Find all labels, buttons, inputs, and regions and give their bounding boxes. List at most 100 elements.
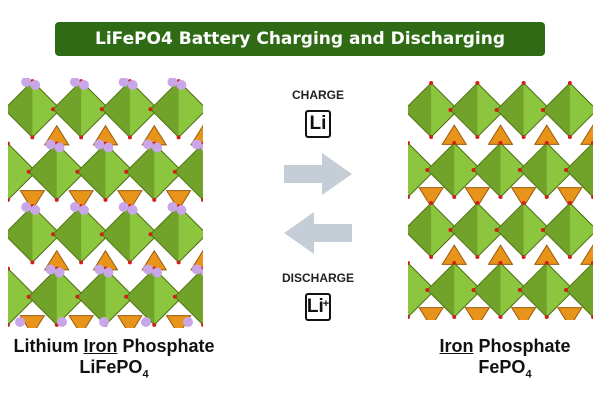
oxygen-atom — [475, 255, 480, 259]
oxygen-atom — [201, 197, 203, 202]
octahedron-shade — [450, 203, 478, 257]
oxygen-atom — [75, 169, 80, 174]
oxygen-atom — [498, 315, 503, 319]
lithium-ion — [69, 202, 80, 212]
oxygen-atom — [567, 135, 572, 139]
octahedron-shade — [408, 203, 432, 257]
lithium-ion — [143, 139, 154, 150]
left-formula: LiFePO4 — [79, 357, 149, 381]
discharge-ion-symbol: Li — [306, 296, 324, 317]
lithium-ion — [127, 80, 138, 90]
octahedron — [408, 262, 436, 318]
oxygen-atom — [8, 266, 10, 271]
octahedron-shade — [8, 206, 33, 263]
oxygen-atom — [8, 197, 10, 202]
lithium-ion — [45, 264, 56, 275]
oxygen-atom — [408, 315, 410, 319]
oxygen-atom — [124, 294, 129, 299]
octahedron-shade — [450, 83, 478, 137]
octahedron-shade — [408, 83, 432, 137]
octahedron-shade — [53, 81, 82, 138]
discharge-arrow-left-icon — [284, 212, 352, 254]
oxygen-atom — [475, 81, 480, 85]
oxygen-atom — [152, 197, 157, 202]
right-compound-name: Iron Phosphate — [439, 336, 571, 356]
lithium-ion — [191, 264, 202, 275]
oxygen-atom — [148, 232, 153, 237]
lithium-ion — [21, 202, 32, 212]
charge-arrow-right-icon — [284, 153, 352, 195]
oxygen-atom — [152, 322, 157, 327]
oxygen-atom — [26, 294, 31, 299]
phosphate-tetrahedron — [464, 187, 491, 208]
oxygen-atom — [75, 294, 80, 299]
ion-charge-sign: + — [322, 298, 330, 310]
lifepo4-crystal-structure — [8, 78, 203, 328]
left-caption: Lithium Iron Phosphate LiFePO4 — [0, 336, 228, 381]
phosphate-tetrahedron — [116, 315, 143, 328]
oxygen-atom — [471, 288, 476, 292]
lithium-ion — [30, 80, 41, 90]
lithium-ion — [118, 78, 129, 87]
oxygen-atom — [540, 228, 545, 232]
phosphate-tetrahedron — [556, 187, 583, 208]
phosphate-tetrahedron — [19, 315, 46, 328]
phosphate-tetrahedron — [116, 190, 143, 211]
octahedron — [8, 142, 37, 201]
lithium-ion — [99, 317, 109, 327]
octahedron-shade — [77, 268, 106, 325]
oxygen-atom — [79, 260, 84, 265]
oxygen-atom — [521, 201, 526, 205]
octahedron-shade — [126, 268, 155, 325]
phosphate-tetrahedron — [510, 307, 537, 320]
lithium-ion — [54, 267, 65, 278]
lithium-ion — [103, 142, 114, 153]
oxygen-atom — [429, 201, 434, 205]
left-compound-name: Lithium Iron Phosphate — [13, 336, 215, 356]
oxygen-atom — [564, 168, 568, 172]
fepo4-crystal-structure — [408, 81, 593, 320]
oxygen-atom — [471, 168, 476, 172]
oxygen-atom — [51, 107, 55, 112]
oxygen-atom — [544, 195, 549, 199]
phosphate-tetrahedron — [510, 187, 537, 208]
octahedron-shade — [150, 81, 179, 138]
lithium-ion — [152, 267, 163, 278]
oxygen-atom — [425, 288, 430, 292]
octahedron-shade — [496, 83, 524, 137]
octahedron-shade — [519, 143, 547, 197]
oxygen-atom — [99, 232, 104, 237]
charge-label: CHARGE — [291, 88, 344, 102]
phosphate-tetrahedron — [580, 124, 593, 145]
oxygen-atom — [408, 141, 410, 145]
oxygen-atom — [591, 141, 593, 145]
phosphate-tetrahedron — [418, 187, 445, 208]
octahedron-shade — [427, 263, 455, 317]
phosphate-tetrahedron — [418, 307, 445, 320]
lithium-ion — [200, 268, 203, 277]
octahedron-shade — [566, 263, 593, 317]
lithium-ion — [69, 78, 80, 87]
lithium-ion — [78, 80, 89, 90]
phosphate-tetrahedron — [68, 190, 95, 211]
phosphate-tetrahedron — [190, 249, 203, 271]
phosphate-tetrahedron — [68, 315, 95, 328]
octahedron-shade — [28, 268, 57, 325]
lithium-ion — [103, 267, 114, 278]
oxygen-atom — [425, 168, 430, 172]
octahedron-shade — [77, 143, 106, 200]
oxygen-atom — [26, 169, 31, 174]
oxygen-atom — [79, 135, 84, 140]
oxygen-atom — [408, 195, 410, 199]
oxygen-atom — [452, 261, 457, 265]
lithium-ion — [94, 264, 105, 275]
oxygen-atom — [201, 322, 203, 327]
octahedron-shade — [542, 203, 570, 257]
lithium-ion — [167, 78, 178, 87]
oxygen-atom — [176, 135, 181, 140]
oxygen-atom — [127, 135, 132, 140]
oxygen-atom — [544, 261, 549, 265]
lithium-ion — [176, 80, 187, 90]
oxygen-atom — [124, 169, 129, 174]
oxygen-atom — [429, 255, 434, 259]
